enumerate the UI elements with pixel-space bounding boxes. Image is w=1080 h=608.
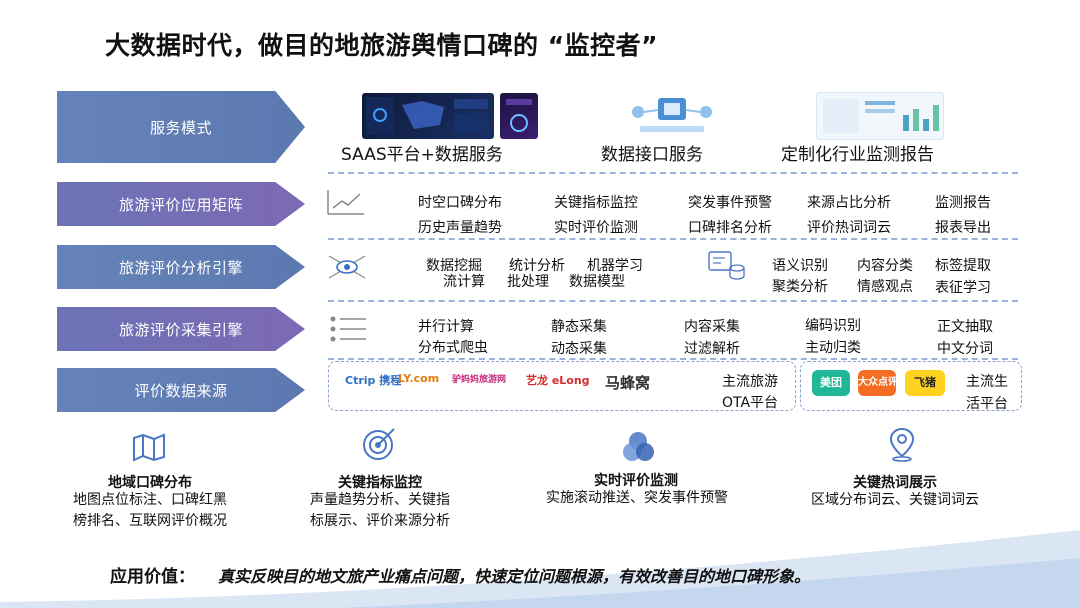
mobile-graphic [506,99,532,132]
dianping-logo: 大众点评 [858,370,898,396]
matrix-item: 监测报告 [935,195,991,211]
feature-desc-line: 实施滚动推送、突发事件预警 [546,490,728,506]
ribbon-label: 服务模式 [149,118,212,137]
divider [328,300,1018,302]
ribbon-label: 评价数据来源 [134,381,228,400]
api-graphic [632,98,712,132]
collect-item: 主动归类 [805,340,861,356]
matrix-item: 评价热词词云 [807,220,891,236]
list-icon [330,316,366,342]
meituan-logo: 美团 [812,370,850,396]
analysis-item: 统计分析 [509,258,565,274]
ly-logo: LY.com [398,372,440,385]
matrix-item: 时空口碑分布 [418,195,502,211]
service-api: 数据接口服务 [601,145,703,165]
ribbon-service-mode: 服务模式 [57,91,305,163]
divider [328,172,1018,174]
analysis-item: 内容分类 [857,258,913,274]
analysis-item: 语义识别 [772,258,828,274]
feature-title: 关键热词展示 [853,475,937,491]
ribbon-label: 旅游评价分析引擎 [118,258,243,277]
trend-chart-icon [327,190,364,215]
matrix-item: 口碑排名分析 [688,220,772,236]
life-label: 主流生 [966,374,1008,390]
analysis-item: 流计算 [443,274,485,290]
fliggy-logo: 飞猪 [905,370,945,396]
collect-item: 编码识别 [805,318,861,334]
saas-mobile-screenshot [500,93,538,139]
circles-icon [623,432,654,461]
ribbon-analysis-engine: 旅游评价分析引擎 [57,245,305,289]
divider [328,238,1018,240]
map-icon [133,433,165,462]
collect-item: 静态采集 [551,319,607,335]
matrix-item: 来源占比分析 [807,195,891,211]
analysis-item: 批处理 [507,274,549,290]
matrix-item: 历史声量趋势 [418,220,502,236]
feature-desc: 地图点位标注、口碑红黑 榜排名、互联网评价概况 [55,490,245,532]
service-saas: SAAS平台+数据服务 [341,145,503,165]
feature-title: 地域口碑分布 [108,475,192,491]
target-icon [363,428,395,460]
collect-item: 内容采集 [684,319,740,335]
ribbon-label: 旅游评价应用矩阵 [118,195,243,214]
analysis-item: 数据模型 [569,274,625,290]
analysis-item: 情感观点 [857,279,913,295]
ribbon-app-matrix: 旅游评价应用矩阵 [57,182,305,226]
lvmama-logo: 驴妈妈旅游网 [452,375,507,385]
feature-title: 实时评价监测 [594,473,678,489]
location-pin-icon [889,427,915,462]
service-report: 定制化行业监测报告 [781,145,934,165]
life-label: 活平台 [966,396,1008,412]
ribbon-collect-engine: 旅游评价采集引擎 [57,307,305,351]
bottom-wave-decoration [0,530,1080,608]
divider [328,358,1018,360]
matrix-item: 实时评价监测 [554,220,638,236]
analysis-item: 机器学习 [587,258,643,274]
feature-desc-line: 声量趋势分析、关键指 [310,492,450,508]
feature-desc-line: 区域分布词云、关键词词云 [811,492,979,508]
analysis-item: 数据挖掘 [426,258,482,274]
analysis-item: 标签提取 [935,258,991,274]
api-illustration [618,92,726,138]
dashboard-graphic [366,97,488,135]
report-graphic [823,99,939,133]
report-screenshot [816,92,944,140]
ota-label: OTA平台 [722,395,779,411]
elong-logo: 艺龙 eLong [526,374,590,387]
mafengwo-logo: 马蜂窝 [605,374,651,392]
collect-item: 并行计算 [418,319,474,335]
saas-dashboard-screenshot [362,93,494,139]
feature-desc-line: 地图点位标注、口碑红黑 [73,492,227,508]
feature-desc-line: 榜排名、互联网评价概况 [73,513,227,529]
collect-item: 动态采集 [551,341,607,357]
database-icon [708,251,745,280]
page-title: 大数据时代，做目的地旅游舆情口碑的 “监控者” [105,31,659,60]
ota-platform-box [328,361,796,411]
analysis-item: 聚类分析 [772,279,828,295]
feature-desc: 区域分布词云、关键词词云 [790,490,1000,511]
feature-desc-line: 标展示、评价来源分析 [310,513,450,529]
collect-item: 过滤解析 [684,341,740,357]
analysis-item: 表征学习 [935,280,991,296]
matrix-item: 报表导出 [935,220,991,236]
ota-label: 主流旅游 [722,374,778,390]
collect-item: 中文分词 [937,341,993,357]
ribbon-data-source: 评价数据来源 [57,368,305,412]
ribbon-label: 旅游评价采集引擎 [118,320,243,339]
ctrip-logo: Ctrip 携程 [345,374,402,387]
life-platform-box [800,361,1022,411]
value-text: 真实反映目的地文旅产业痛点问题，快速定位问题根源，有效改善目的地口碑形象。 [218,567,811,586]
eye-chip-icon [328,255,366,279]
value-label: 应用价值： [110,567,195,587]
collect-item: 分布式爬虫 [418,340,488,356]
feature-title: 关键指标监控 [338,475,422,491]
collect-item: 正文抽取 [937,319,993,335]
matrix-item: 关键指标监控 [554,195,638,211]
matrix-item: 突发事件预警 [688,195,772,211]
feature-desc: 声量趋势分析、关键指 标展示、评价来源分析 [290,490,470,532]
feature-desc: 实施滚动推送、突发事件预警 [522,488,752,509]
